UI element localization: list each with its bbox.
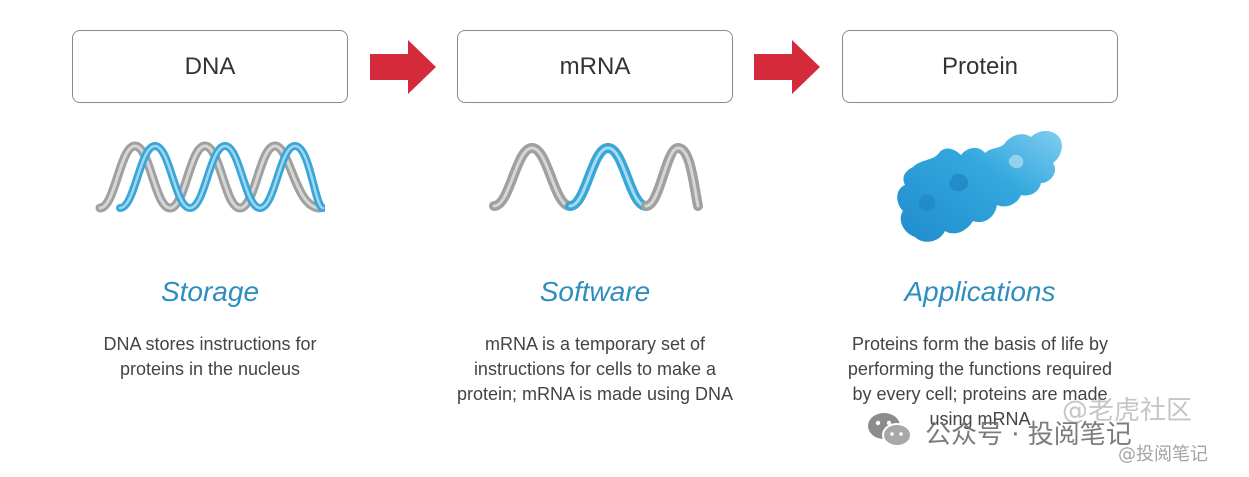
description-line: by every cell; proteins are made [852,384,1108,404]
wechat-icon [868,413,912,447]
dna-box-label: DNA [184,52,236,80]
description-line: protein; mRNA is made using DNA [456,384,734,404]
dna-box: DNA [72,30,348,103]
dna-helix-icon [95,141,325,213]
mrna-strand-icon [489,142,703,211]
mrna-description: mRNA is a temporary set of instructions … [425,332,765,407]
mrna-box: mRNA [457,30,733,103]
mrna-box-label: mRNA [559,52,631,80]
arrow-right-icon [370,40,436,94]
description-line: proteins in the nucleus [119,359,301,379]
protein-box: Protein [842,30,1118,103]
arrow-right-icon [754,40,820,94]
software-heading: Software [539,276,651,307]
description-line: mRNA is a temporary set of [484,334,706,354]
description-line: using mRNA [929,409,1031,429]
description-line: Proteins form the basis of life by [851,334,1109,354]
description-line: DNA stores instructions for [103,334,317,354]
watermark-community: @老虎社区 [1062,396,1193,426]
protein-description: Proteins form the basis of life by perfo… [810,332,1150,432]
dna-description: DNA stores instructions for proteins in … [40,332,380,382]
storage-heading: Storage [160,276,260,307]
description-line: instructions for cells to make a [473,359,717,379]
applications-heading: Applications [904,276,1056,307]
protein-box-label: Protein [941,52,1019,80]
watermark-handle: @投阅笔记 [1118,444,1208,465]
description-line: performing the functions required [847,359,1113,379]
protein-icon [897,131,1062,242]
watermark-account: 公众号 · 投阅笔记 [925,420,1132,450]
